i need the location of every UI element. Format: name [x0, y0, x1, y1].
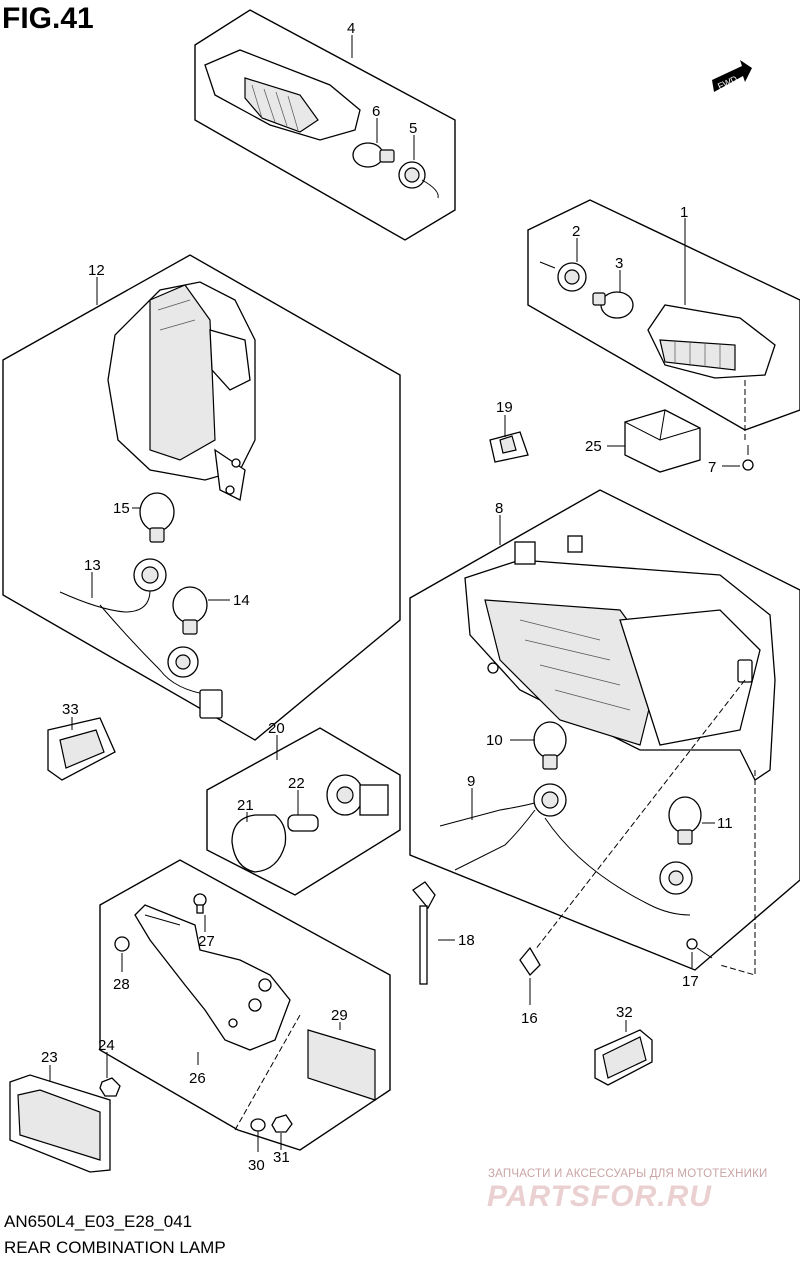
part-1-lens[interactable] — [647, 304, 776, 379]
callout-6: 6 — [372, 103, 380, 120]
part-3-bulb[interactable] — [592, 291, 634, 319]
frame-group-8 — [409, 489, 800, 971]
callout-26: 26 — [189, 1070, 206, 1087]
callout-5: 5 — [409, 120, 417, 137]
fwd-arrow-icon: FWD — [712, 60, 752, 92]
part-18-cable-tie[interactable] — [412, 881, 436, 985]
frame-group-20 — [206, 727, 401, 896]
watermark-tagline: ЗАПЧАСТИ И АКСЕССУАРЫ ДЛЯ МОТОТЕХНИКИ — [488, 1168, 768, 1180]
callout-17: 17 — [682, 973, 699, 990]
callout-15: 15 — [113, 500, 130, 517]
part-9-harness[interactable] — [439, 783, 691, 916]
callout-18: 18 — [458, 932, 475, 949]
part-10-bulb[interactable] — [533, 721, 567, 770]
callout-30: 30 — [248, 1157, 265, 1174]
part-16-clip[interactable] — [519, 946, 541, 977]
frame-group-1 — [527, 199, 800, 431]
callout-32: 32 — [616, 1004, 633, 1021]
callout-31: 31 — [273, 1149, 290, 1166]
part-14-bulb[interactable] — [172, 586, 208, 635]
part-31-nut[interactable] — [271, 1114, 293, 1133]
part-29-label[interactable] — [307, 1029, 376, 1101]
part-17-screw[interactable] — [686, 938, 713, 959]
callout-24: 24 — [98, 1037, 115, 1054]
callout-1: 1 — [680, 204, 688, 221]
callout-19: 19 — [496, 399, 513, 416]
callout-11: 11 — [717, 815, 733, 832]
part-19-bracket[interactable] — [489, 431, 529, 463]
figure-name: REAR COMBINATION LAMP — [4, 1238, 226, 1257]
callout-20: 20 — [268, 720, 285, 737]
callout-29: 29 — [331, 1007, 348, 1024]
part-27-bolt[interactable] — [193, 893, 207, 914]
callout-27: 27 — [198, 933, 215, 950]
callout-7: 7 — [708, 459, 716, 476]
part-7-screw[interactable] — [742, 445, 754, 471]
callout-9: 9 — [467, 773, 475, 790]
callout-25: 25 — [585, 438, 602, 455]
callout-21: 21 — [237, 797, 254, 814]
part-6-bulb[interactable] — [352, 142, 395, 168]
callout-8: 8 — [495, 500, 503, 517]
callout-23: 23 — [41, 1049, 58, 1066]
part-20-socket[interactable] — [326, 774, 389, 816]
callout-labels: 1 2 3 4 5 6 7 8 9 10 11 12 13 14 15 16 1… — [41, 20, 733, 1174]
part-33-reflector[interactable] — [47, 717, 116, 781]
part-8-housing[interactable] — [464, 535, 776, 781]
part-25-relay[interactable] — [624, 409, 701, 473]
part-4-lens[interactable] — [204, 49, 361, 141]
callout-28: 28 — [113, 976, 130, 993]
part-12-housing[interactable] — [107, 281, 256, 501]
callout-22: 22 — [288, 775, 305, 792]
figure-title: FIG.41 — [2, 2, 94, 35]
part-24-nut[interactable] — [99, 1077, 121, 1097]
figure-code: AN650L4_E03_E28_041 — [4, 1212, 193, 1231]
callout-3: 3 — [615, 255, 623, 272]
part-32-reflector[interactable] — [594, 1029, 653, 1086]
part-21-cover[interactable] — [231, 814, 287, 873]
part-28-grommet[interactable] — [114, 936, 130, 952]
callout-10: 10 — [486, 732, 503, 749]
part-15-bulb[interactable] — [139, 492, 175, 543]
part-23-reflector[interactable] — [9, 1074, 111, 1173]
watermark-logo: PARTSFOR.RU — [487, 1180, 712, 1213]
frame-group-26 — [99, 859, 391, 1151]
part-2-socket[interactable] — [539, 261, 587, 292]
callout-2: 2 — [572, 223, 580, 240]
callout-33: 33 — [62, 701, 79, 718]
callout-14: 14 — [233, 592, 250, 609]
part-22-bulb[interactable] — [287, 814, 319, 832]
callout-12: 12 — [88, 262, 105, 279]
frame-group-4 — [194, 9, 456, 241]
frame-group-12 — [2, 254, 401, 741]
part-5-socket[interactable] — [398, 161, 439, 199]
callout-4: 4 — [347, 20, 355, 37]
callout-13: 13 — [84, 557, 101, 574]
part-11-bulb[interactable] — [659, 796, 702, 895]
part-13-harness[interactable] — [59, 558, 223, 719]
part-30-washer[interactable] — [250, 1118, 266, 1132]
part-26-bracket[interactable] — [134, 904, 291, 1051]
callout-16: 16 — [521, 1010, 538, 1027]
